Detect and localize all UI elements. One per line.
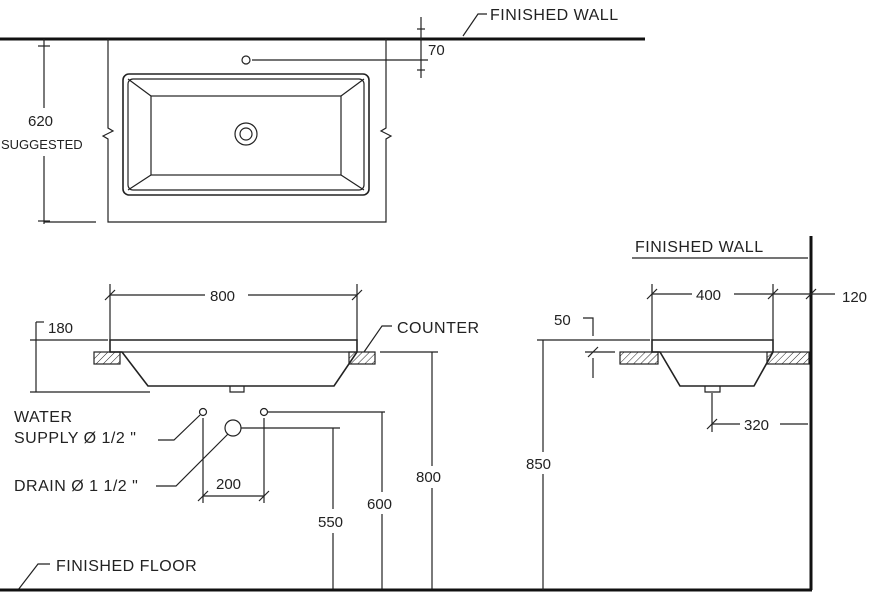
finished-wall-leader-top	[462, 13, 487, 37]
drain-hole-icon	[234, 122, 258, 146]
dim-180-text: 180	[48, 320, 73, 337]
supply-left-icon	[198, 407, 208, 417]
dim-600-text: 600	[367, 496, 392, 513]
counter-left	[93, 351, 121, 365]
plan-view: FINISHED WALL 70 620 SUGGESTED	[0, 7, 645, 224]
counter-side-left	[619, 351, 659, 365]
dim-550-text: 550	[318, 514, 343, 531]
tap-hole-icon	[241, 55, 251, 65]
vanity-outline	[101, 39, 393, 223]
dim-620-text: 620	[28, 113, 53, 130]
counter-side-right	[766, 351, 810, 365]
finished-wall-label-top: FINISHED WALL	[490, 7, 619, 24]
dim-800-height-text: 800	[416, 469, 441, 486]
side-elevation: FINISHED WALL 400 120 50 850	[524, 236, 867, 590]
suggested-label: SUGGESTED	[1, 137, 83, 152]
dim-120-text: 120	[842, 289, 867, 306]
finished-wall-label-side: FINISHED WALL	[635, 239, 764, 256]
basin-side	[651, 339, 774, 387]
water-supply-label-1: WATER	[14, 409, 73, 426]
supply-right-icon	[259, 407, 269, 417]
counter-label: COUNTER	[397, 320, 480, 337]
basin-bowl	[150, 95, 342, 176]
water-supply-label-2: SUPPLY Ø 1/2 "	[14, 430, 136, 447]
dim-50-text: 50	[554, 312, 571, 329]
dim-200-text: 200	[216, 476, 241, 493]
basin-outer-inner	[127, 78, 365, 191]
basin-front	[109, 339, 358, 387]
basin-outer	[122, 73, 370, 196]
dim-400-text: 400	[696, 287, 721, 304]
finished-floor-leader	[17, 563, 50, 591]
finished-floor-label: FINISHED FLOOR	[56, 558, 197, 575]
water-supply-leader	[158, 414, 201, 441]
drain-label: DRAIN Ø 1 1/2 "	[14, 478, 138, 495]
front-elevation: 800 COUNTER 180 200 WATER SUPPLY Ø 1/2 "	[14, 284, 480, 591]
counter-right	[348, 351, 376, 365]
drain-pipe-icon	[224, 419, 242, 437]
dim-800-width-text: 800	[210, 288, 235, 305]
dim-70-text: 70	[428, 42, 445, 59]
dim-850-text: 850	[526, 456, 551, 473]
counter-leader	[363, 325, 392, 353]
drain-leader	[156, 433, 229, 487]
dim-320-text: 320	[744, 417, 769, 434]
